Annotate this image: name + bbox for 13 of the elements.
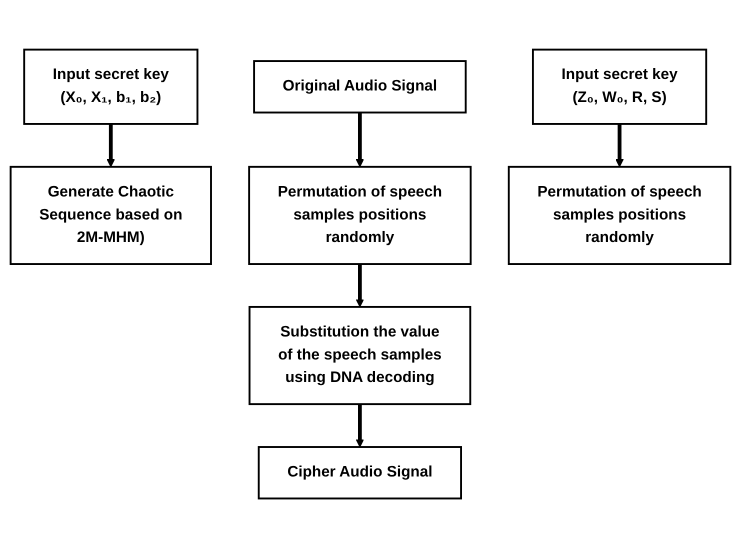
node-box: Permutation of speech samples positions randomly — [248, 166, 472, 265]
node-box: Input secret key (X₀, X₁, b₁, b₂) — [23, 48, 198, 125]
arrow — [615, 124, 624, 168]
node-box: Substitution the value of the speech samples using DNA decoding — [248, 306, 472, 406]
node-box: Original Audio Signal — [253, 60, 467, 114]
node-box: Generate Chaotic Sequence based on 2M-MHM) — [10, 166, 212, 265]
node-box: Input secret key (Z₀, W₀, R, S) — [532, 48, 708, 125]
arrow — [106, 124, 116, 168]
node-box: Cipher Audio Signal — [258, 446, 462, 500]
arrow — [356, 404, 364, 448]
arrow — [356, 112, 364, 168]
node-box: Permutation of speech samples positions randomly — [508, 166, 732, 265]
arrow — [356, 264, 364, 308]
